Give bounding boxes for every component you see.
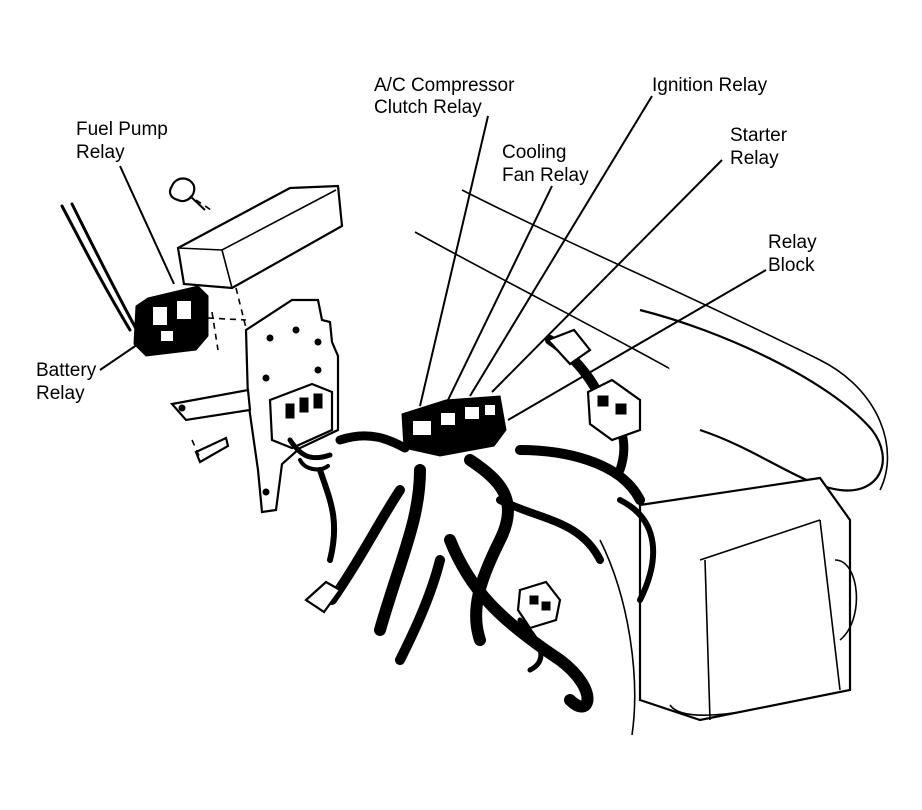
starter-relay-leader [491, 159, 723, 393]
battery-relay-label: Battery Relay [36, 360, 101, 404]
battery-cable [60, 202, 247, 338]
fuel-pump-relay-label: Fuel Pump Relay [76, 119, 173, 163]
fuel-pump-relay-unit [133, 285, 209, 357]
relay-cover [176, 184, 344, 290]
relay-block-label: Relay Block [768, 232, 822, 276]
ignition-relay-label: Ignition Relay [652, 75, 768, 96]
starter-relay-label: Starter Relay [730, 125, 792, 169]
wiring-harness [317, 335, 657, 713]
harness-connector [586, 378, 642, 442]
harness-connector [546, 328, 592, 366]
dashboard-panel [414, 189, 889, 736]
relay-block-leader [507, 269, 767, 421]
ac-relay-leader [419, 115, 489, 407]
relay-block [401, 395, 507, 457]
battery-relay-leader [99, 335, 151, 371]
leader-lines [99, 95, 767, 421]
harness-connector [304, 580, 342, 614]
ignition-relay-leader [469, 95, 653, 397]
alignment-guide [235, 287, 247, 329]
harness-connector [516, 580, 562, 630]
cooling-fan-relay-label: Cooling Fan Relay [502, 142, 589, 186]
bracket-relay [268, 382, 334, 472]
fuel-pump-relay-leader [119, 165, 175, 285]
cover-screw-icon [168, 177, 215, 213]
cooling-fan-relay-leader [447, 185, 553, 401]
ac-compressor-clutch-relay-label: A/C Compressor Clutch Relay [374, 75, 520, 118]
